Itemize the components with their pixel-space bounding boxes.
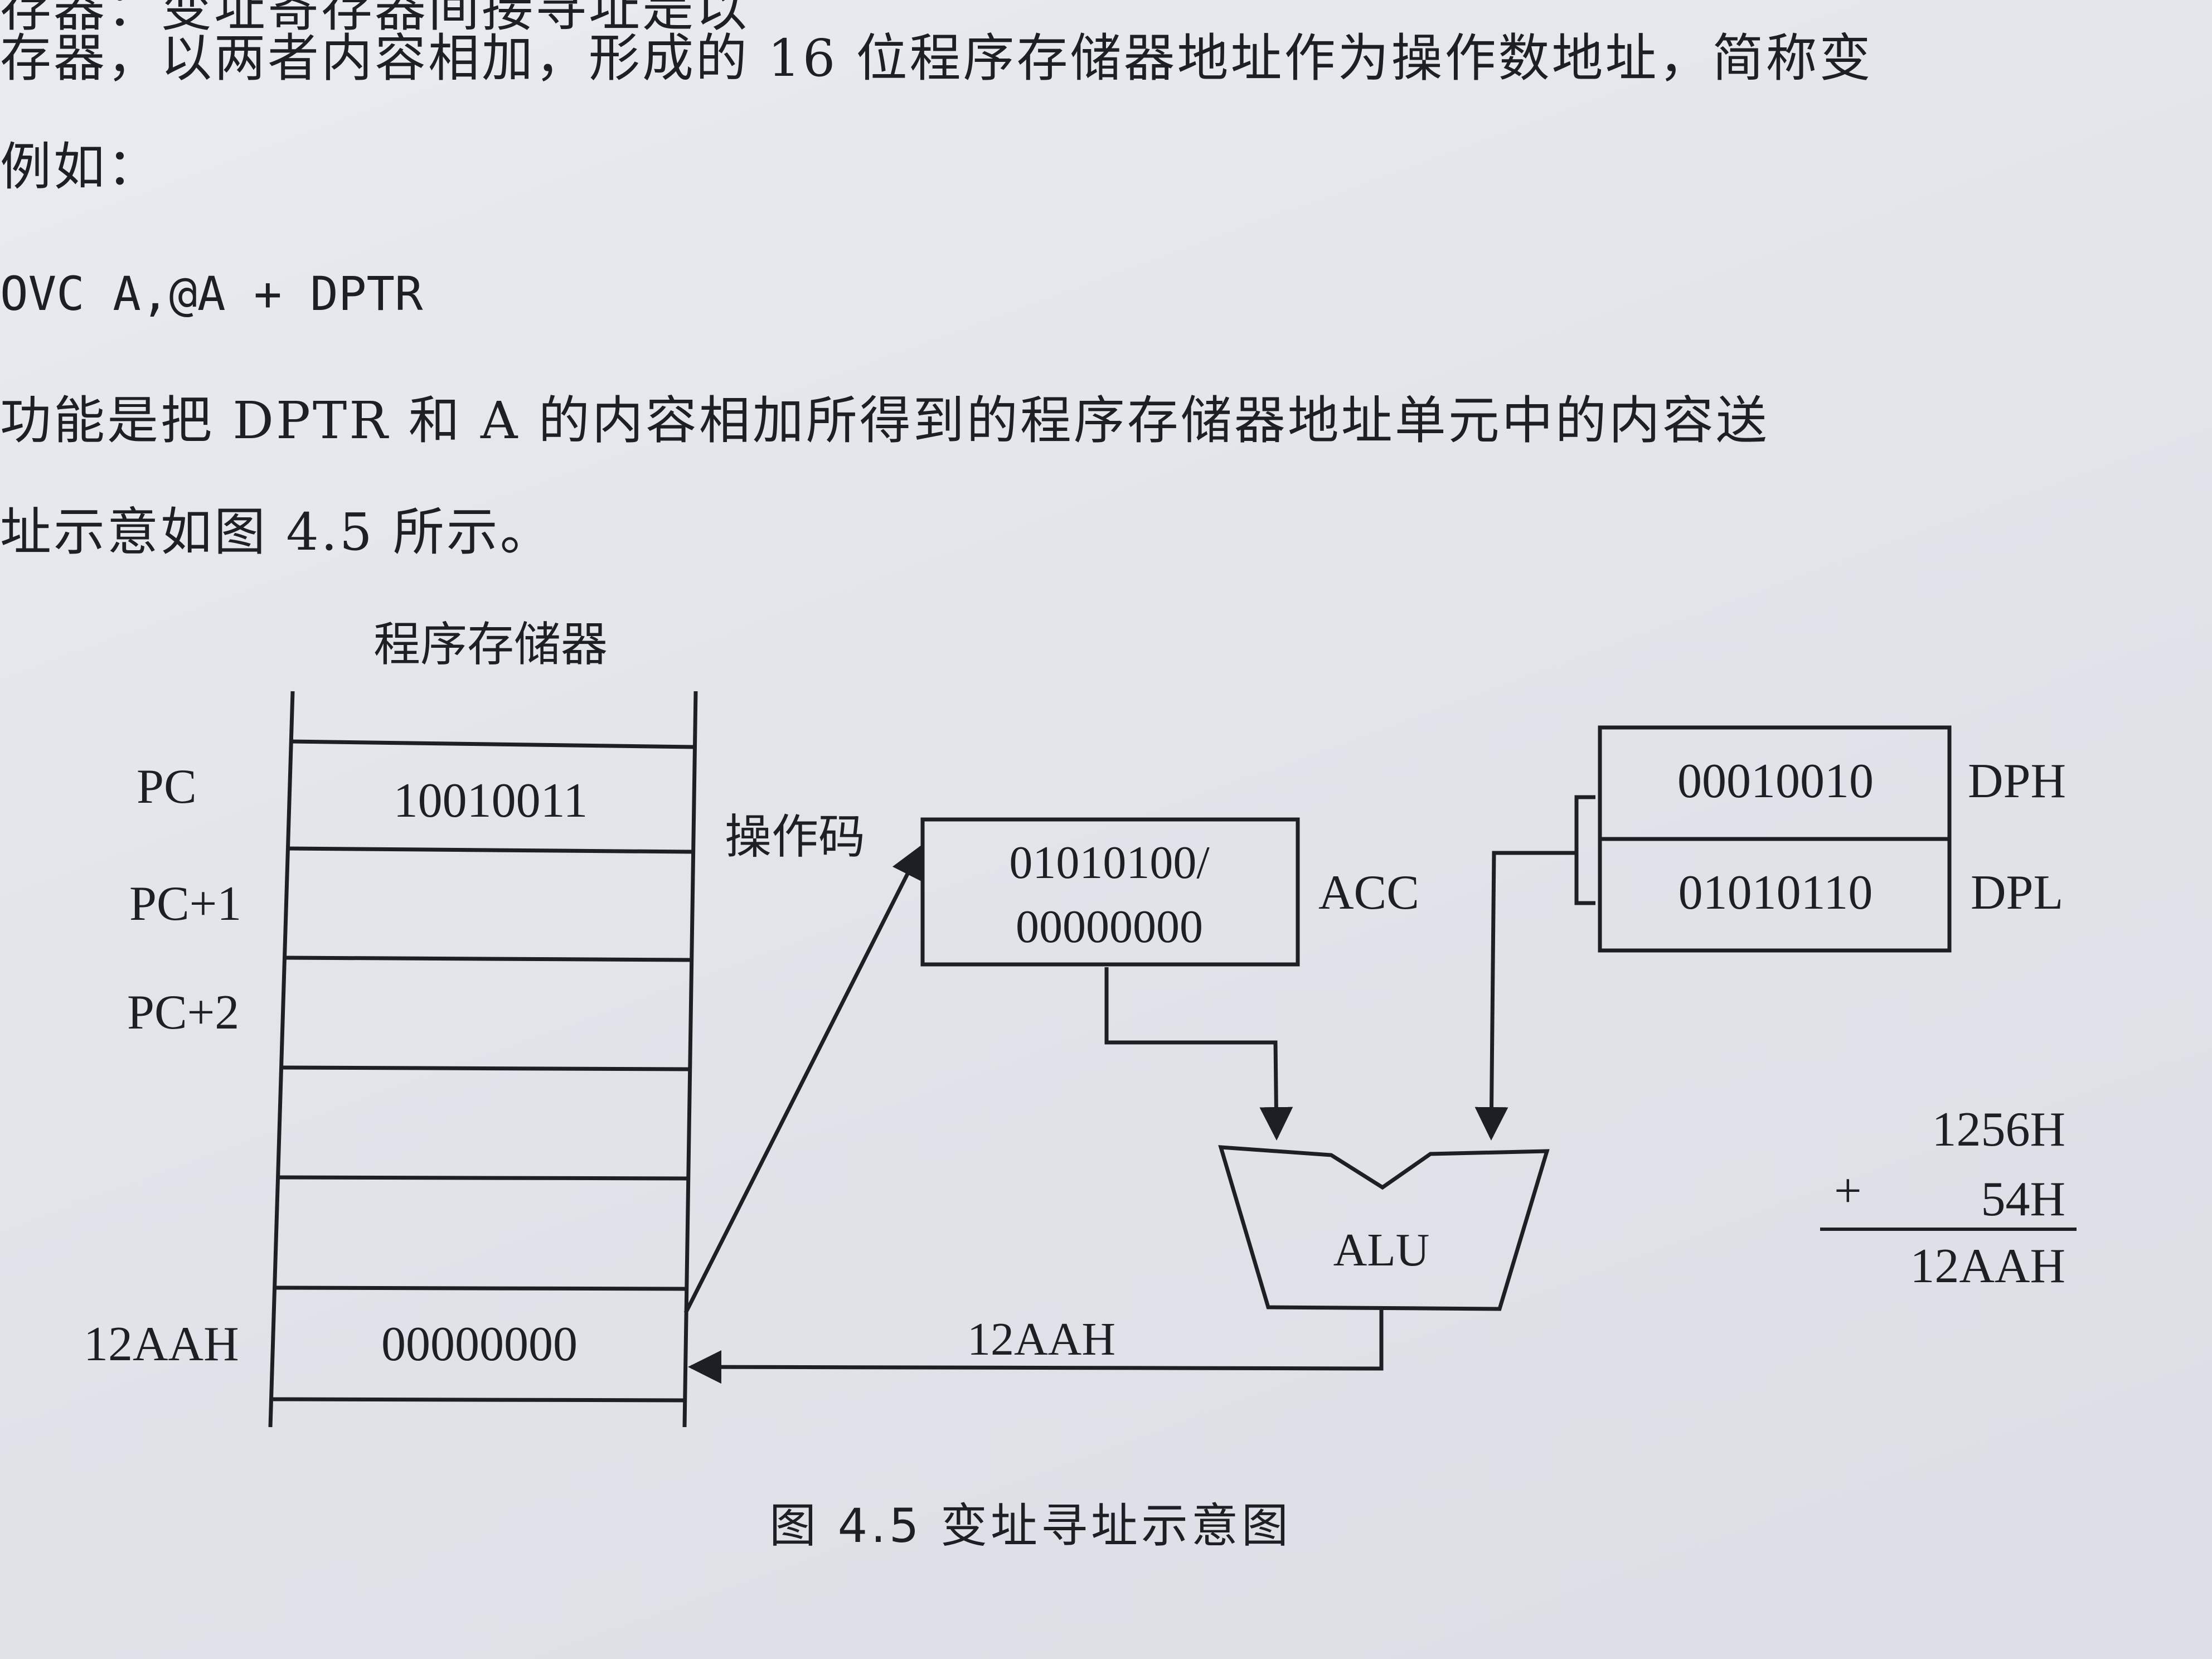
text-line-1: 存器：变址寄存器间接寻址是以: [0, 0, 750, 38]
dpl-register: [1598, 837, 1952, 953]
result-address-label: 12AAH: [967, 1313, 1115, 1365]
dpl-value: 01010110: [1679, 866, 1873, 920]
alu-to-memory-arrow: [688, 1310, 1384, 1384]
memory-cell-pc: 10010011: [394, 774, 588, 828]
acc-register: [920, 817, 1300, 967]
address-label-pc-plus-2: PC+2: [127, 986, 239, 1040]
memory-title: 程序存储器: [373, 619, 608, 671]
acc-value-line2: 00000000: [1016, 901, 1203, 953]
address-label-12aah: 12AAH: [84, 1317, 239, 1371]
calc-plus: +: [1834, 1164, 1862, 1218]
opcode-label: 操作码: [725, 812, 865, 864]
text-line-3: 例如：: [0, 137, 161, 197]
alu-label: ALU: [1333, 1224, 1430, 1276]
instruction-line: OVC A,@A + DPTR: [0, 266, 423, 321]
description-line-2: 址示意如图 4.5 所示。: [0, 502, 554, 562]
calc-result: 12AAH: [1910, 1239, 2065, 1293]
program-memory: [268, 691, 698, 1428]
dpl-label: DPL: [1971, 866, 2063, 920]
alu-unit: [1218, 1145, 1550, 1311]
calc-operand1: 1256H: [1932, 1103, 2065, 1157]
dph-value: 00010010: [1677, 754, 1874, 808]
address-label-pc-plus-1: PC+1: [129, 877, 241, 931]
dptr-to-alu-arrow: [1474, 795, 1595, 1141]
memory-to-acc-arrow: [683, 844, 923, 1314]
acc-to-alu-arrow: [1104, 967, 1293, 1141]
memory-cell-12aah: 00000000: [381, 1317, 578, 1371]
address-label-pc: PC: [137, 760, 197, 814]
dph-label: DPH: [1968, 754, 2066, 808]
text-line-2: 存器，以两者内容相加，形成的 16 位程序存储器地址作为操作数地址，简称变: [0, 28, 1873, 88]
description-line-1: 功能是把 DPTR 和 A 的内容相加所得到的程序存储器地址单元中的内容送: [0, 391, 1769, 450]
acc-value-line1: 01010100/: [1009, 837, 1210, 889]
calc-operand2: 54H: [1981, 1172, 2065, 1226]
figure-caption: 图 4.5 变址寻址示意图: [769, 1498, 1292, 1553]
acc-label: ACC: [1318, 866, 1419, 920]
